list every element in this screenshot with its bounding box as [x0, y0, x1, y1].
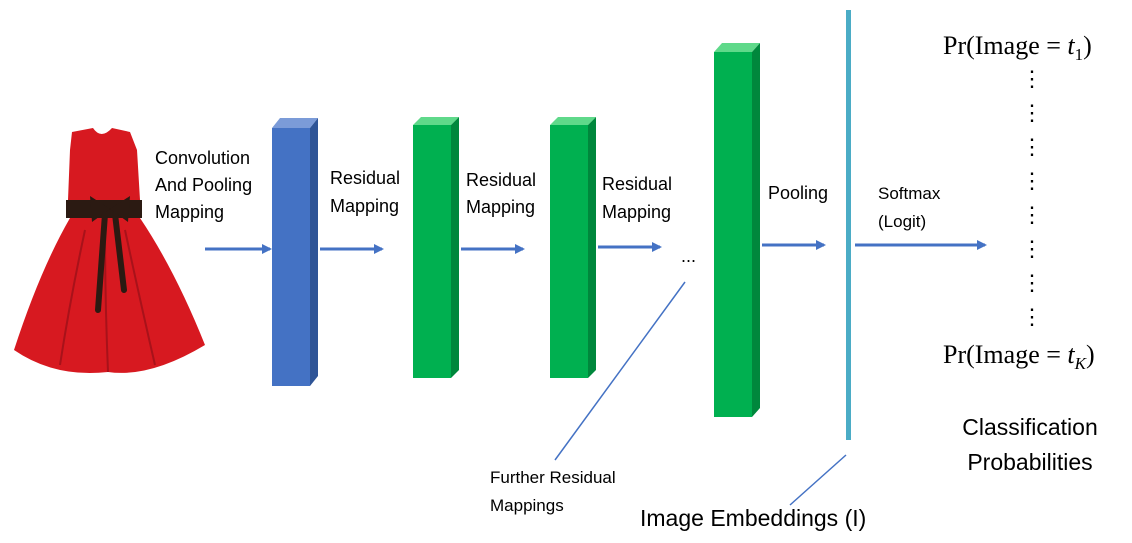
- prob-last-prefix: Pr(Image =: [943, 340, 1067, 369]
- classification-label-line1: Classification: [962, 414, 1098, 440]
- conv-label-line3: Mapping: [155, 202, 224, 222]
- softmax-label-line2: (Logit): [878, 212, 926, 231]
- embedding-layer-line: [846, 10, 851, 440]
- dress-skirt: [14, 218, 205, 374]
- vdots-8: ⋮: [1021, 304, 1043, 329]
- vdots-2: ⋮: [1021, 100, 1043, 125]
- residual-label-3a: Residual: [602, 174, 672, 194]
- residual-label-2b: Mapping: [466, 197, 535, 217]
- dress-bow: [90, 196, 130, 222]
- conv-label-line2: And Pooling: [155, 175, 252, 195]
- conv-block: [272, 118, 318, 386]
- vdots-4: ⋮: [1021, 168, 1043, 193]
- vdots-column: ⋮ ⋮ ⋮ ⋮ ⋮ ⋮ ⋮ ⋮: [1021, 66, 1043, 329]
- leader-further-residual: [554, 281, 686, 461]
- ellipsis-label: ...: [681, 246, 696, 266]
- prob-last-var: t: [1067, 340, 1075, 369]
- conv-label-line1: Convolution: [155, 148, 250, 168]
- residual-label-1b: Mapping: [330, 196, 399, 216]
- dress-bodice: [68, 128, 140, 200]
- residual-block-1: [413, 117, 459, 378]
- vdots-1: ⋮: [1021, 66, 1043, 91]
- classification-label-line2: Probabilities: [967, 449, 1092, 475]
- residual-label-3b: Mapping: [602, 202, 671, 222]
- dress-image: [14, 128, 205, 374]
- prob-first-suffix: ): [1083, 31, 1092, 60]
- residual-block-2: [550, 117, 596, 378]
- prob-first-prefix: Pr(Image =: [943, 31, 1067, 60]
- further-residual-label-line2: Mappings: [490, 496, 564, 515]
- vdots-5: ⋮: [1021, 202, 1043, 227]
- residual-label-1a: Residual: [330, 168, 400, 188]
- prob-first-var: t: [1067, 31, 1075, 60]
- image-embeddings-label: Image Embeddings (I): [640, 505, 866, 531]
- vdots-6: ⋮: [1021, 236, 1043, 261]
- pooling-block: [714, 43, 760, 417]
- softmax-label-line1: Softmax: [878, 184, 941, 203]
- pooling-label: Pooling: [768, 183, 828, 203]
- prob-first: Pr(Image = t1): [943, 31, 1092, 64]
- prob-last: Pr(Image = tK): [943, 340, 1095, 373]
- vdots-7: ⋮: [1021, 270, 1043, 295]
- vdots-3: ⋮: [1021, 134, 1043, 159]
- leader-image-embeddings: [789, 454, 847, 506]
- dress-ribbon: [95, 211, 127, 313]
- prob-first-sub: 1: [1075, 45, 1084, 64]
- prob-last-sub: K: [1074, 354, 1088, 373]
- further-residual-label-line1: Further Residual: [490, 468, 616, 487]
- residual-label-2a: Residual: [466, 170, 536, 190]
- prob-last-suffix: ): [1086, 340, 1095, 369]
